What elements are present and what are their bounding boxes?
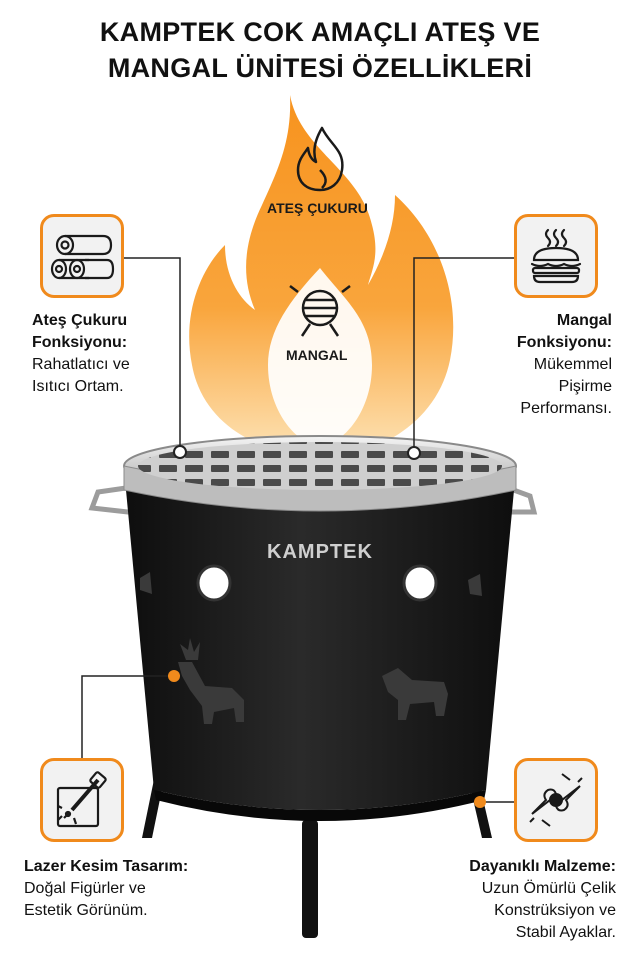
grill-grate: [138, 442, 502, 490]
durable-heading: Dayanıklı Malzeme:: [469, 858, 616, 875]
fire-pit-badge: [40, 214, 124, 298]
fire-pit-feature: Ateş Çukuru Fonksiyonu: Rahatlatıcı ve I…: [32, 310, 130, 398]
grill-desc-2: Pişirme: [558, 378, 612, 395]
laser-cutter-icon: [56, 771, 107, 828]
side-handles: [88, 485, 538, 515]
joint-bone-icon: [529, 773, 583, 827]
animal-cutout: [382, 668, 448, 720]
grill-feature: Mangal Fonksiyonu: Mükemmel Pişirme Perf…: [517, 310, 612, 420]
durable-feature: Dayanıklı Malzeme: Uzun Ömürlü Çelik Kon…: [469, 856, 616, 944]
durable-desc-1: Uzun Ömürlü Çelik: [481, 880, 616, 897]
grill-heading-2: Fonksiyonu:: [516, 334, 612, 351]
laser-desc-2: Estetik Görünüm.: [24, 902, 148, 919]
grill-heading-1: Mangal: [556, 312, 612, 329]
durable-badge: [514, 758, 598, 842]
title-line-2: MANGAL ÜNİTESİ ÖZELLİKLERİ: [107, 53, 533, 83]
fire-pit-label: ATEŞ ÇUKURU: [267, 200, 368, 216]
grill-desc-1: Mükemmel: [533, 356, 612, 373]
title-line-1: KAMPTEK COK AMAÇLI ATEŞ VE: [99, 17, 541, 47]
firewood-logs-icon: [50, 234, 115, 280]
fire-pit-desc-2: Isıtıcı Ortam.: [32, 378, 124, 395]
durable-desc-2: Konstrüksiyon ve: [494, 902, 616, 919]
fire-pit-desc-1: Rahatlatıcı ve: [32, 356, 130, 373]
burger-icon: [530, 228, 582, 284]
grill-desc-3: Performansı.: [520, 400, 612, 417]
deer-cutout: [178, 638, 244, 724]
product-brand: KAMPTEK: [267, 541, 373, 563]
callout-dots: [168, 445, 486, 808]
air-holes: [196, 564, 438, 602]
grill-icon: [289, 285, 351, 337]
grill-badge: [514, 214, 598, 298]
laser-badge: [40, 758, 124, 842]
fire-icon: [296, 126, 344, 192]
fire-pit-heading-2: Fonksiyonu:: [32, 334, 128, 351]
flame-shape: [189, 95, 454, 448]
fire-pit-heading-1: Ateş Çukuru: [32, 312, 128, 329]
durable-desc-3: Stabil Ayaklar.: [515, 924, 616, 941]
grill-label: MANGAL: [286, 347, 348, 363]
page-title: KAMPTEK COK AMAÇLI ATEŞ VE MANGAL ÜNİTES…: [0, 14, 640, 86]
laser-feature: Lazer Kesim Tasarım: Doğal Figürler ve E…: [24, 856, 188, 922]
laser-desc-1: Doğal Figürler ve: [24, 880, 146, 897]
laser-heading: Lazer Kesim Tasarım:: [24, 858, 189, 875]
